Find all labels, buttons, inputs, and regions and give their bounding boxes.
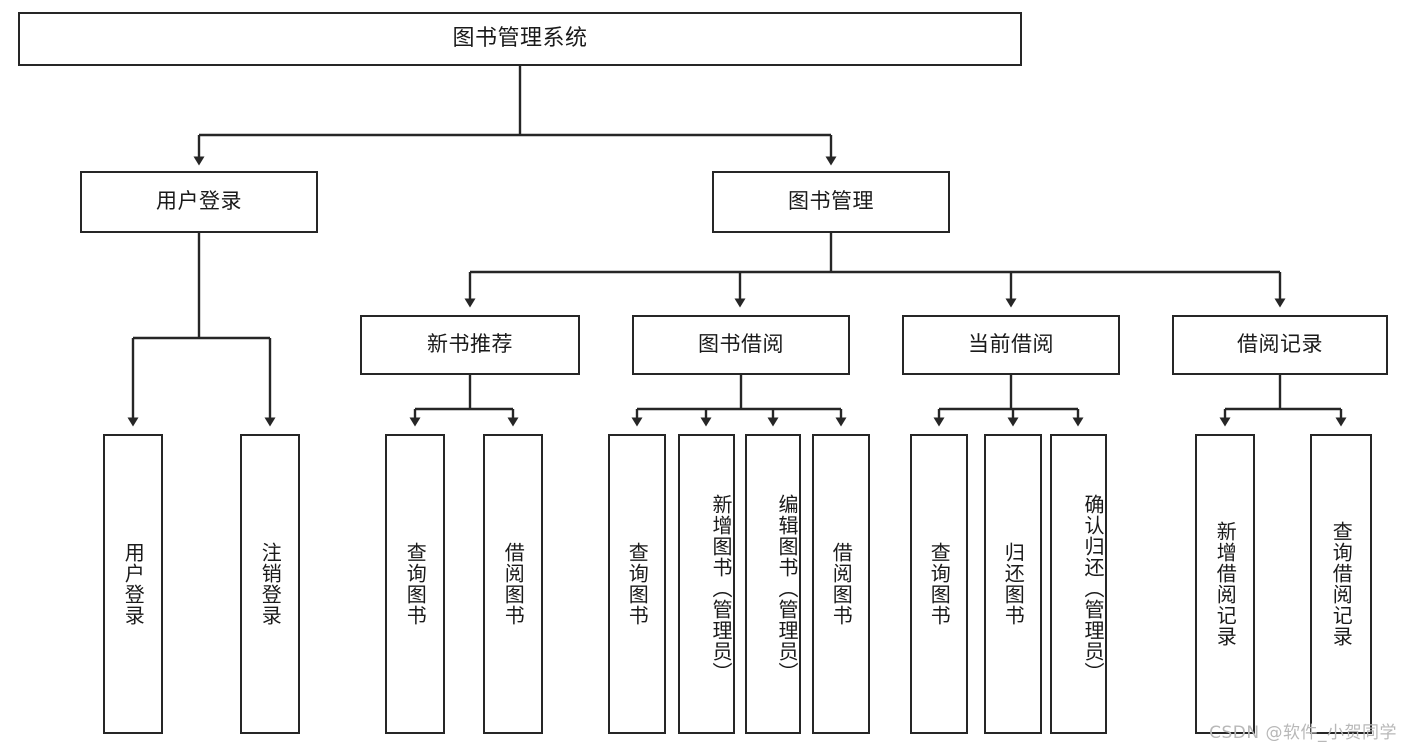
node-label: 当前借阅 (968, 332, 1054, 357)
node-label: 确认归还（管理员） (1081, 493, 1105, 683)
node-label: 借阅图书 (501, 542, 526, 626)
leaf-borrow-book[interactable]: 借阅图书 (812, 434, 870, 734)
node-user-login[interactable]: 用户登录 (80, 171, 318, 233)
leaf-add-borrow-record[interactable]: 新增借阅记录 (1195, 434, 1255, 734)
node-label: 用户登录 (121, 542, 146, 626)
node-root[interactable]: 图书管理系统 (18, 12, 1022, 66)
leaf-logout[interactable]: 注销登录 (240, 434, 300, 734)
node-label: 查询图书 (625, 542, 650, 626)
node-label: 图书借阅 (698, 332, 784, 357)
node-label: 新增借阅记录 (1213, 521, 1238, 647)
node-new-book-recommend[interactable]: 新书推荐 (360, 315, 580, 375)
node-label: 注销登录 (258, 542, 283, 626)
leaf-borrow-book-recommend[interactable]: 借阅图书 (483, 434, 543, 734)
leaf-edit-book-admin[interactable]: 编辑图书（管理员） (745, 434, 801, 734)
leaf-return-book[interactable]: 归还图书 (984, 434, 1042, 734)
node-label: 编辑图书（管理员） (775, 493, 799, 683)
leaf-add-book-admin[interactable]: 新增图书（管理员） (678, 434, 735, 734)
leaf-query-book-current[interactable]: 查询图书 (910, 434, 968, 734)
leaf-query-borrow-record[interactable]: 查询借阅记录 (1310, 434, 1372, 734)
node-label: 查询图书 (927, 542, 952, 626)
node-label: 用户登录 (156, 189, 242, 214)
node-current-borrow[interactable]: 当前借阅 (902, 315, 1120, 375)
node-book-borrow[interactable]: 图书借阅 (632, 315, 850, 375)
node-label: 查询图书 (403, 542, 428, 626)
node-label: 新书推荐 (427, 332, 513, 357)
csdn-watermark: CSDN @软件_小贺同学 (1209, 723, 1397, 743)
node-label: 图书管理系统 (452, 25, 588, 51)
node-label: 图书管理 (788, 189, 874, 214)
node-label: 新增图书（管理员） (709, 493, 733, 683)
node-label: 借阅图书 (829, 542, 854, 626)
node-label: 查询借阅记录 (1329, 521, 1354, 647)
node-book-management[interactable]: 图书管理 (712, 171, 950, 233)
leaf-user-login[interactable]: 用户登录 (103, 434, 163, 734)
leaf-confirm-return-admin[interactable]: 确认归还（管理员） (1050, 434, 1107, 734)
leaf-query-book-borrow[interactable]: 查询图书 (608, 434, 666, 734)
node-label: 归还图书 (1001, 542, 1026, 626)
node-label: 借阅记录 (1237, 332, 1323, 357)
leaf-query-book-recommend[interactable]: 查询图书 (385, 434, 445, 734)
node-borrow-record[interactable]: 借阅记录 (1172, 315, 1388, 375)
